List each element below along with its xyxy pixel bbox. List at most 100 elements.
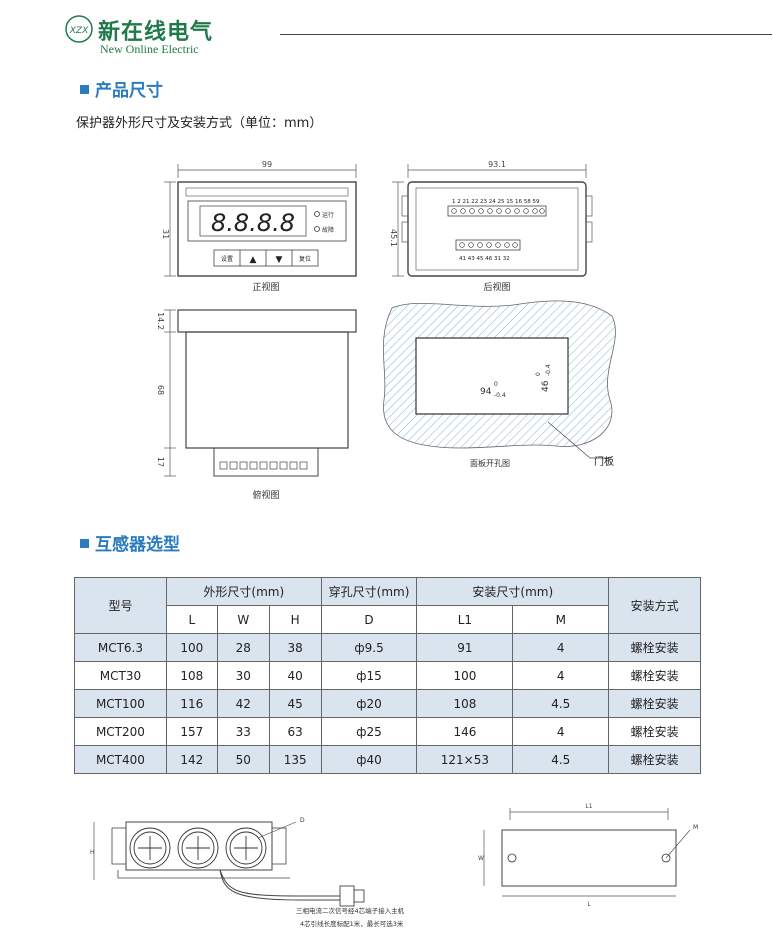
cell-model: MCT30: [74, 661, 167, 690]
front-view: 99 31 8.8.8.8 运行 故障 设置 ▲ ▼ 复位 正视图: [161, 160, 357, 293]
header-install-dim: 安装尺寸(mm): [416, 577, 610, 606]
cell-l1: 91: [416, 633, 514, 662]
brand-logo-icon: XZX: [65, 15, 93, 43]
cell-h: 45: [268, 689, 322, 718]
cell-d: ф9.5: [320, 633, 418, 662]
cutout-height-sup: 0: [535, 372, 542, 376]
ct-selection-table: 型号 外形尺寸(mm) 穿孔尺寸(mm) 安装尺寸(mm) 安装方式 L W H…: [74, 577, 701, 774]
ct-m-label: M: [693, 824, 698, 831]
cell-l1: 146: [416, 717, 514, 746]
section-title-ct: 互感器选型: [80, 530, 180, 555]
cell-l: 108: [165, 661, 218, 690]
led-run-label: 运行: [322, 211, 334, 219]
cell-method: 螺栓安装: [608, 717, 701, 746]
cell-h: 135: [268, 745, 322, 774]
table-row: MCT100 116 42 45 ф20 108 4.5 螺栓安装: [74, 689, 701, 718]
dimensions-description: 保护器外形尺寸及安装方式（单位：mm）: [76, 116, 323, 131]
cell-h: 63: [268, 717, 322, 746]
side-dim-3: 17: [156, 457, 165, 467]
ct-note-1: 三相电流二次信号经4芯端子接入主机: [296, 906, 405, 915]
down-button-label: ▼: [276, 255, 283, 265]
cell-l1: 100: [416, 661, 514, 690]
cell-m: 4: [512, 633, 610, 662]
cell-w: 33: [216, 717, 270, 746]
cell-d: ф25: [320, 717, 418, 746]
panel-cutout-view: 94 0 -0.4 46 0 -0.4 门板 面板开孔图: [383, 300, 616, 468]
rear-height-label: 45.1: [389, 229, 398, 247]
cell-model: MCT400: [74, 745, 167, 774]
ct-drawings: H D 三相电流二次信号经4芯端子接入主机 4芯引线长度标配1米，最长可选3米 …: [90, 803, 698, 928]
display-digits: 8.8.8.8: [211, 209, 295, 237]
cutout-width-main: 94: [480, 387, 492, 397]
table-row: MCT200 157 33 63 ф25 146 4 螺栓安装: [74, 717, 701, 746]
ct-note-2: 4芯引线长度标配1米，最长可选3米: [300, 919, 404, 928]
side-dim-1: 14.2: [156, 312, 165, 330]
ct-side-drawing: L1 M W L: [478, 803, 698, 908]
front-view-caption: 正视图: [252, 281, 279, 293]
rear-view: 93.1 45.1 1 2 21 22 23 24 25 15 16 58 59…: [389, 160, 593, 293]
cell-model: MCT100: [74, 689, 167, 718]
cell-w: 50: [216, 745, 270, 774]
cell-method: 螺栓安装: [608, 661, 701, 690]
cell-model: MCT6.3: [74, 633, 167, 662]
cell-d: ф20: [320, 689, 418, 718]
cell-l1: 108: [416, 689, 514, 718]
subheader-w: W: [216, 605, 270, 634]
ct-l-label: L: [587, 901, 591, 908]
header-outline: 外形尺寸(mm): [165, 577, 322, 606]
rear-top-terminal-labels: 1 2 21 22 23 24 25 15 16 58 59: [452, 199, 540, 205]
set-button-label: 设置: [221, 255, 233, 263]
side-view-caption: 俯视图: [252, 489, 279, 501]
cutout-caption: 面板开孔图: [470, 458, 510, 468]
table-row: MCT400 142 50 135 ф40 121×53 4.5 螺栓安装: [74, 745, 701, 774]
header: XZX 新在线电气 New Online Electric: [64, 10, 772, 60]
header-divider: [280, 34, 772, 35]
cell-h: 38: [268, 633, 322, 662]
cutout-width-sub: -0.4: [494, 392, 506, 399]
cell-l1: 121×53: [416, 745, 514, 774]
cell-method: 螺栓安装: [608, 633, 701, 662]
cell-w: 28: [216, 633, 270, 662]
product-drawings: 99 31 8.8.8.8 运行 故障 设置 ▲ ▼ 复位 正视图 93.1 4…: [156, 160, 616, 501]
logo-text: XZX: [69, 26, 89, 36]
cutout-height-main: 46: [541, 380, 551, 392]
cutout-height-sub: -0.4: [545, 364, 552, 376]
side-dim-2: 68: [156, 385, 165, 395]
ct-d-label: D: [300, 817, 305, 824]
ct-front-drawing: H D 三相电流二次信号经4芯端子接入主机 4芯引线长度标配1米，最长可选3米: [90, 817, 405, 928]
subheader-m: M: [512, 605, 610, 634]
side-view: 14.2 68 17 俯视图: [156, 309, 357, 501]
ct-h-label: H: [90, 849, 95, 856]
cell-m: 4.5: [512, 689, 610, 718]
cell-l: 142: [165, 745, 218, 774]
cell-m: 4.5: [512, 745, 610, 774]
rear-bottom-terminals: [459, 242, 518, 248]
led-fault-label: 故障: [322, 226, 334, 234]
cell-d: ф15: [320, 661, 418, 690]
cell-w: 42: [216, 689, 270, 718]
subheader-h: H: [268, 605, 322, 634]
ct-l1-label: L1: [585, 803, 592, 810]
cell-model: MCT200: [74, 717, 167, 746]
rear-width-label: 93.1: [488, 160, 506, 169]
table-row: MCT30 108 30 40 ф15 100 4 螺栓安装: [74, 661, 701, 690]
side-terminal-row: [219, 461, 308, 470]
header-hole: 穿孔尺寸(mm): [320, 577, 418, 606]
cell-l: 116: [165, 689, 218, 718]
brand-name-en: New Online Electric: [100, 42, 199, 56]
cell-l: 100: [165, 633, 218, 662]
header-model: 型号: [74, 577, 167, 634]
cutout-width-sup: 0: [494, 381, 498, 388]
table-row: MCT6.3 100 28 38 ф9.5 91 4 螺栓安装: [74, 633, 701, 662]
cell-l: 157: [165, 717, 218, 746]
rear-bottom-terminal-labels: 41 43 45 46 31 32: [459, 256, 510, 262]
cell-m: 4: [512, 661, 610, 690]
cell-w: 30: [216, 661, 270, 690]
up-button-label: ▲: [250, 255, 257, 265]
cell-h: 40: [268, 661, 322, 690]
ct-w-label: W: [478, 855, 484, 862]
cell-method: 螺栓安装: [608, 689, 701, 718]
subheader-d: D: [320, 605, 418, 634]
door-panel-label: 门板: [594, 455, 614, 468]
ct-holes: [129, 827, 267, 869]
